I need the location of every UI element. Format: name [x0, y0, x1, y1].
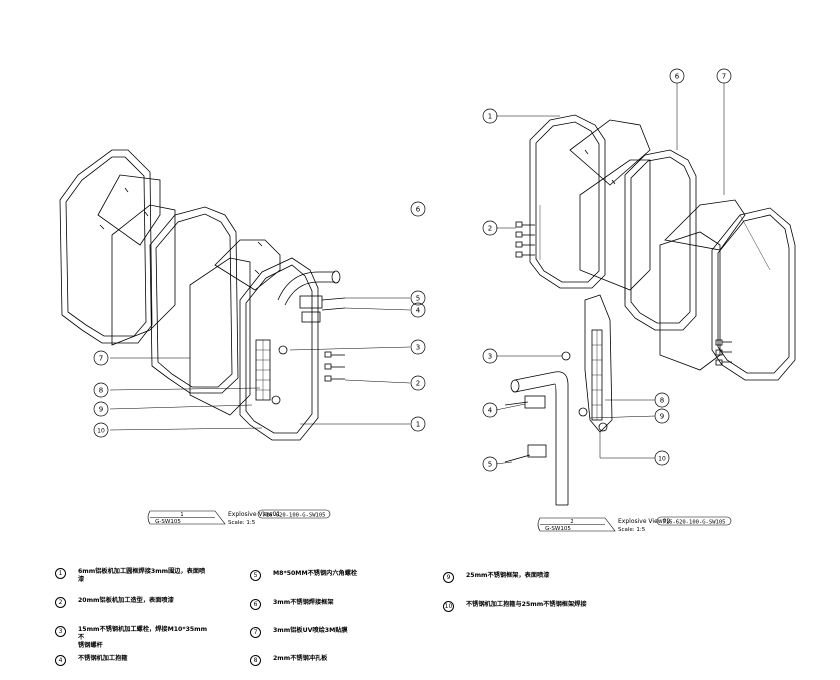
callout-label: 8 [99, 387, 103, 395]
callout-label: 1 [416, 421, 420, 429]
callout-label: 5 [416, 295, 420, 303]
view-scale: Scale: 1:5 [618, 527, 646, 533]
legend-item-5: 5 M8*50MM不锈钢内六角螺栓 [250, 570, 403, 581]
right-rear-panel [659, 199, 746, 371]
view-name: Explosive View02 [618, 518, 670, 525]
callout-label: 7 [99, 355, 103, 363]
legend-number: 7 [250, 627, 261, 638]
right-pole-clamps [504, 371, 569, 506]
right-bolt-set [515, 221, 732, 366]
legend-item-2: 2 20mm铝板机加工造型，表面喷漆 [55, 597, 208, 608]
callout-label: 6 [675, 73, 680, 81]
legend-number: 10 [443, 601, 454, 612]
legend-item-6: 6 3mm不锈钢焊接框架 [250, 599, 403, 610]
right-callout-labels: 1 6 7 2 3 4 5 8 9 10 [488, 73, 726, 469]
callout-label: 7 [722, 73, 726, 81]
right-exploded-view [482, 68, 796, 506]
callout-label: 2 [416, 380, 420, 388]
left-rear-frame [59, 149, 153, 344]
legend-item-9: 9 25mm不锈钢框架，表面喷漆 [443, 572, 596, 583]
callout-label: 10 [658, 456, 666, 463]
callout-label: 9 [660, 413, 664, 421]
sheet-number: G-SW105 [155, 519, 181, 525]
left-leader-lines [109, 297, 411, 431]
callout-label: 4 [416, 307, 421, 315]
legend-item-3: 3 15mm不锈钢机加工螺栓，焊接M10*35mm不 锈钢螺杆 [55, 626, 208, 650]
legend-item-10: 10 不锈钢机加工抱箍与25mm不锈钢框架焊接 [443, 601, 666, 612]
legend-number: 6 [250, 599, 261, 610]
legend-text: 3mm不锈钢焊接框架 [273, 599, 334, 606]
left-title-text: 1 G-SW105 Explosive View01 Scale: 1:5 71… [155, 511, 325, 526]
sheet-number: G-SW105 [545, 526, 571, 532]
drawing-reference: 716-620-100-G-SW105 [663, 520, 726, 526]
right-front-panel [569, 119, 651, 291]
legend-number: 8 [250, 655, 261, 666]
view-number: 1 [180, 512, 183, 518]
view-name: Explosive View01 [228, 511, 280, 518]
right-title-block [537, 516, 732, 532]
view-scale: Scale: 1:5 [228, 520, 256, 526]
right-callout-circles [482, 68, 732, 472]
left-callout-labels: 5 4 3 2 1 6 7 8 9 10 [97, 206, 421, 435]
left-pole-clamp [271, 270, 346, 405]
legend-item-4: 4 不锈钢机加工抱箍 [55, 655, 208, 666]
left-exploded-view [59, 149, 426, 441]
legend-text: 不锈钢机加工抱箍与25mm不锈钢框架焊接 [466, 601, 587, 608]
left-front-frame [239, 257, 319, 441]
legend-text: M8*50MM不锈钢内六角螺栓 [273, 570, 358, 577]
legend-text: 6mm铝板机加工圆框焊接3mm围边，表面喷漆 [78, 568, 206, 583]
left-bolt-set [324, 351, 345, 382]
callout-label: 3 [416, 344, 420, 352]
callout-label: 9 [99, 406, 103, 414]
right-rear-frame [711, 207, 796, 381]
legend-text: 20mm铝板机加工造型，表面喷漆 [78, 597, 174, 604]
legend-text: 15mm不锈钢机加工螺栓，焊接M10*35mm不 锈钢螺杆 [78, 626, 208, 649]
legend-number: 4 [55, 655, 66, 666]
left-title-block [147, 509, 331, 525]
legend-text: 25mm不锈钢框架，表面喷漆 [466, 572, 550, 579]
callout-label: 5 [488, 461, 492, 469]
right-title-text: 2 G-SW105 Explosive View02 Scale: 1:5 71… [545, 518, 725, 533]
left-middle-panel [189, 239, 281, 416]
legend-item-1: 1 6mm铝板机加工圆框焊接3mm围边，表面喷漆 [55, 568, 208, 584]
legend-text: 不锈钢机加工抱箍 [78, 655, 128, 662]
legend-number: 2 [55, 597, 66, 608]
legend-item-7: 7 3mm铝板UV喷绘3M贴膜 [250, 627, 403, 638]
right-middle-frame [624, 149, 697, 331]
view-number: 2 [570, 519, 573, 525]
callout-label: 8 [660, 397, 664, 405]
legend-number: 9 [443, 572, 454, 583]
callout-label: 1 [488, 113, 492, 121]
left-rear-panel [97, 174, 176, 346]
legend-number: 1 [55, 568, 66, 579]
callout-label: 2 [488, 225, 492, 233]
callout-label: 10 [97, 428, 105, 435]
callout-label: 3 [488, 353, 492, 361]
callout-label: 4 [488, 407, 493, 415]
right-front-frame [529, 114, 606, 289]
legend-text: 3mm铝板UV喷绘3M贴膜 [273, 627, 348, 634]
legend-number: 5 [250, 570, 261, 581]
right-perforated-frame [561, 294, 613, 433]
legend-item-8: 8 2mm不锈钢冲孔板 [250, 655, 403, 666]
drawing-reference: 716-620-100-G-SW105 [263, 513, 326, 519]
legend-number: 3 [55, 626, 66, 637]
left-middle-frame [149, 206, 239, 394]
right-leader-lines [495, 83, 725, 465]
callout-label: 6 [416, 206, 421, 214]
left-callout-circles [93, 201, 426, 438]
legend-text: 2mm不锈钢冲孔板 [273, 655, 328, 662]
